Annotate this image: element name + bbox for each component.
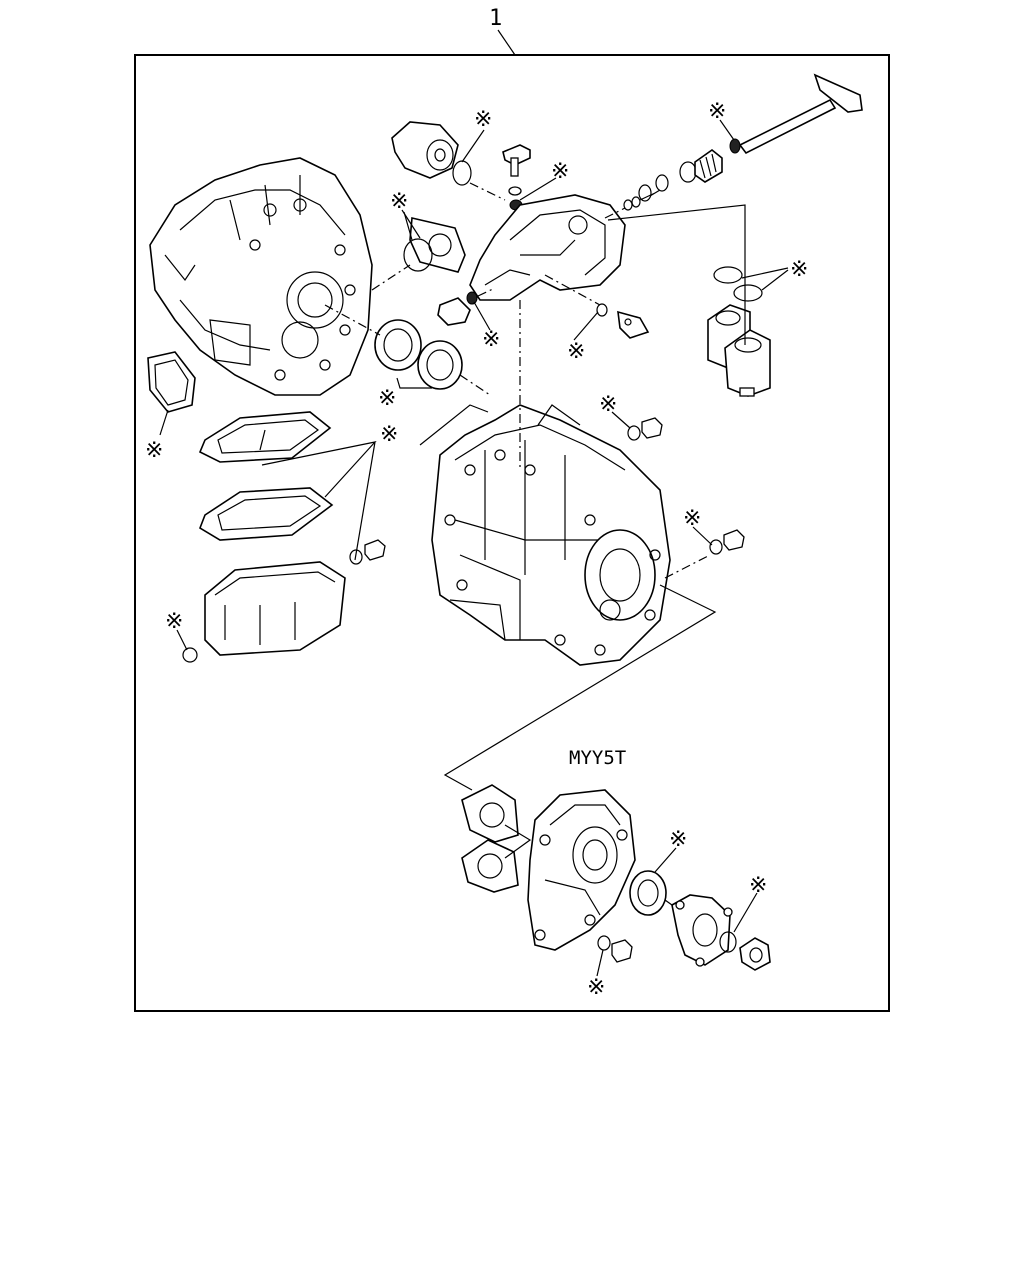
kit-marker: ※	[599, 392, 617, 417]
kit-marker: ※	[669, 827, 687, 852]
drain-plug-right	[723, 529, 745, 551]
drain-plug-washer-right	[709, 539, 723, 555]
kit-marker: ※	[482, 327, 500, 352]
extension-housing	[527, 789, 636, 951]
cylinder-o-ring-1	[713, 266, 743, 284]
item-number-label: 1	[489, 6, 502, 31]
rear-oil-seal	[629, 870, 667, 916]
control-case-gasket	[409, 217, 466, 273]
model-label: MYY5T	[569, 747, 626, 769]
kit-marker: ※	[587, 975, 605, 1000]
kit-marker: ※	[378, 386, 396, 411]
kit-marker: ※	[790, 257, 808, 282]
clutch-housing	[149, 157, 373, 396]
extension-gasket-1	[461, 784, 519, 843]
extension-drain-washer	[597, 935, 611, 951]
speed-sensor	[596, 303, 650, 339]
extension-drain-plug	[611, 939, 633, 963]
kit-marker: ※	[165, 609, 183, 634]
kit-marker: ※	[551, 159, 569, 184]
flange-o-ring	[719, 931, 737, 953]
kit-marker: ※	[390, 189, 408, 214]
drain-plug-left	[364, 539, 386, 561]
switch-o-ring	[452, 160, 472, 186]
flange-nut	[739, 937, 771, 971]
control-case-o-ring	[403, 238, 433, 272]
inspection-cover-gasket	[147, 351, 196, 413]
extension-gasket-2	[461, 839, 519, 893]
kit-marker: ※	[749, 873, 767, 898]
diagram-frame	[134, 54, 890, 1012]
kit-marker: ※	[708, 99, 726, 124]
top-cover-gasket-1	[198, 411, 332, 463]
top-cover-gasket-2	[199, 487, 334, 541]
kit-marker: ※	[474, 107, 492, 132]
drain-plug-washer-left	[349, 549, 363, 565]
top-cover-plate	[204, 561, 346, 656]
kit-marker: ※	[567, 339, 585, 364]
marker-leaders	[176, 119, 789, 977]
kit-marker: ※	[380, 422, 398, 447]
kit-markers: ※ ※ ※ ※ ※ ※ ※ ※ ※ ※ ※ ※ ※ ※ ※ ※	[145, 99, 808, 1000]
filler-plug	[641, 417, 663, 439]
oil-seal-front	[374, 319, 422, 371]
cylinder-o-ring-2	[733, 284, 763, 302]
kit-marker: ※	[145, 438, 163, 463]
companion-flange	[671, 894, 733, 967]
filler-plug-washer	[627, 425, 641, 441]
neutral-switch	[437, 291, 478, 326]
shift-control-case	[469, 194, 626, 301]
item-number-leader	[497, 29, 516, 56]
kit-marker: ※	[683, 506, 701, 531]
oil-seal-rear	[417, 340, 463, 390]
cover-o-ring	[182, 647, 198, 663]
transmission-case	[431, 404, 671, 666]
shift-lever-shaft	[623, 73, 863, 211]
breather-plug	[502, 144, 531, 211]
shift-cylinders	[707, 304, 771, 397]
back-up-switch	[391, 121, 459, 179]
